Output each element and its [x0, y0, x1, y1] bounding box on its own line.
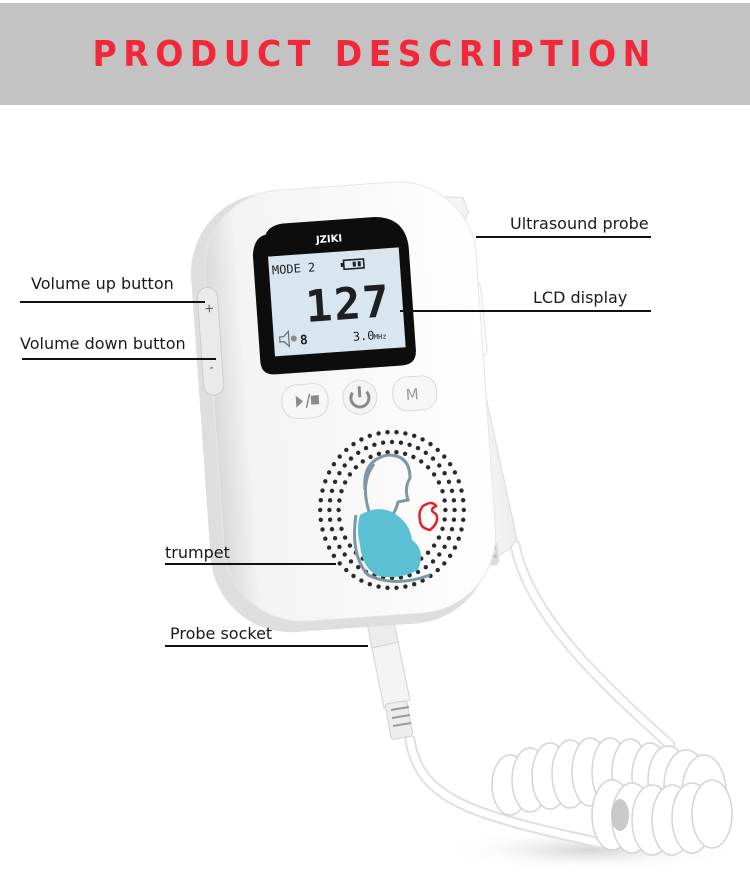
lcd-frequency: 3.0 [352, 328, 375, 343]
lcd-frequency-unit: MHz [374, 333, 387, 342]
speaker-icon [279, 329, 291, 348]
ultrasound-probe-leader [476, 236, 651, 238]
lcd-display-leader [400, 310, 651, 312]
probe-socket-label: Probe socket [170, 624, 273, 643]
volume-up-leader [20, 301, 205, 303]
mode-m-icon: M [405, 385, 419, 404]
trumpet-leader [165, 563, 336, 565]
play-stop-button [281, 383, 329, 420]
volume-down-label: Volume down button [20, 334, 186, 353]
mode-button [392, 375, 438, 412]
ultrasound-probe-label: Ultrasound probe [510, 214, 649, 233]
play-stop-icon [295, 395, 304, 408]
lcd-mode: MODE 2 [271, 260, 315, 277]
volume-down-leader [22, 358, 216, 360]
header-banner: PRODUCT DESCRIPTION [0, 3, 750, 105]
power-icon [349, 390, 371, 409]
page-title: PRODUCT DESCRIPTION [92, 33, 658, 75]
trumpet-label: trumpet [165, 543, 230, 562]
volume-up-label: Volume up button [31, 274, 174, 293]
probe-socket-leader [165, 645, 368, 647]
pregnant-mother-logo [353, 453, 439, 583]
probe-cable [509, 539, 676, 751]
volume-up-glyph: + [204, 301, 215, 316]
control-buttons: M [281, 375, 438, 420]
volume-down-glyph: - [209, 360, 214, 374]
coiled-cable [491, 737, 733, 856]
lcd-heart-rate: 127 [304, 276, 393, 333]
probe-connector [371, 641, 413, 740]
lcd-display: JZIKI MODE 2 127 8 3.0 MHz [252, 217, 416, 375]
side-volume-buttons [197, 286, 225, 396]
lcd-display-label: LCD display [533, 288, 628, 307]
brand-logo: JZIKI [315, 233, 343, 246]
lcd-volume: 8 [299, 333, 308, 349]
heart-wave-icon [418, 501, 439, 532]
